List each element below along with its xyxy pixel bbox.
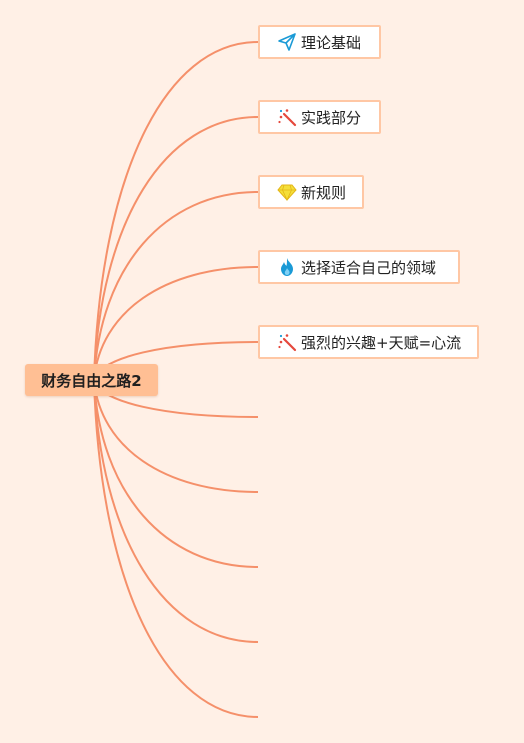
topic-label: 强烈的兴趣+天赋=心流 (301, 333, 462, 352)
empty-branch-connector (93, 379, 259, 568)
topic-label: 理论基础 (301, 33, 362, 52)
empty-branch-connector (93, 379, 259, 493)
root-topic[interactable]: 财务自由之路2 (25, 364, 158, 396)
topic-choose-domain[interactable]: 选择适合自己的领域 (258, 250, 460, 284)
magic-wand-icon (277, 107, 297, 127)
topic-new-rules[interactable]: 新规则 (258, 175, 364, 209)
branch-connector (93, 116, 259, 381)
branch-connector (93, 266, 259, 381)
topic-label: 选择适合自己的领域 (301, 258, 437, 277)
topic-label: 新规则 (301, 183, 347, 202)
topic-label: 实践部分 (301, 108, 362, 127)
root-topic-label: 财务自由之路2 (41, 371, 142, 390)
paper-plane-icon (277, 32, 297, 52)
topic-theory-basics[interactable]: 理论基础 (258, 25, 381, 59)
empty-branch-connector (93, 379, 259, 643)
empty-branch-connector (93, 379, 259, 718)
topic-interest-talent-flow[interactable]: 强烈的兴趣+天赋=心流 (258, 325, 479, 359)
magic-wand-icon (277, 332, 297, 352)
branch-connector (93, 191, 259, 381)
topic-practice[interactable]: 实践部分 (258, 100, 381, 134)
fire-icon (277, 257, 297, 277)
diamond-icon (277, 182, 297, 202)
branch-connector (93, 41, 259, 381)
